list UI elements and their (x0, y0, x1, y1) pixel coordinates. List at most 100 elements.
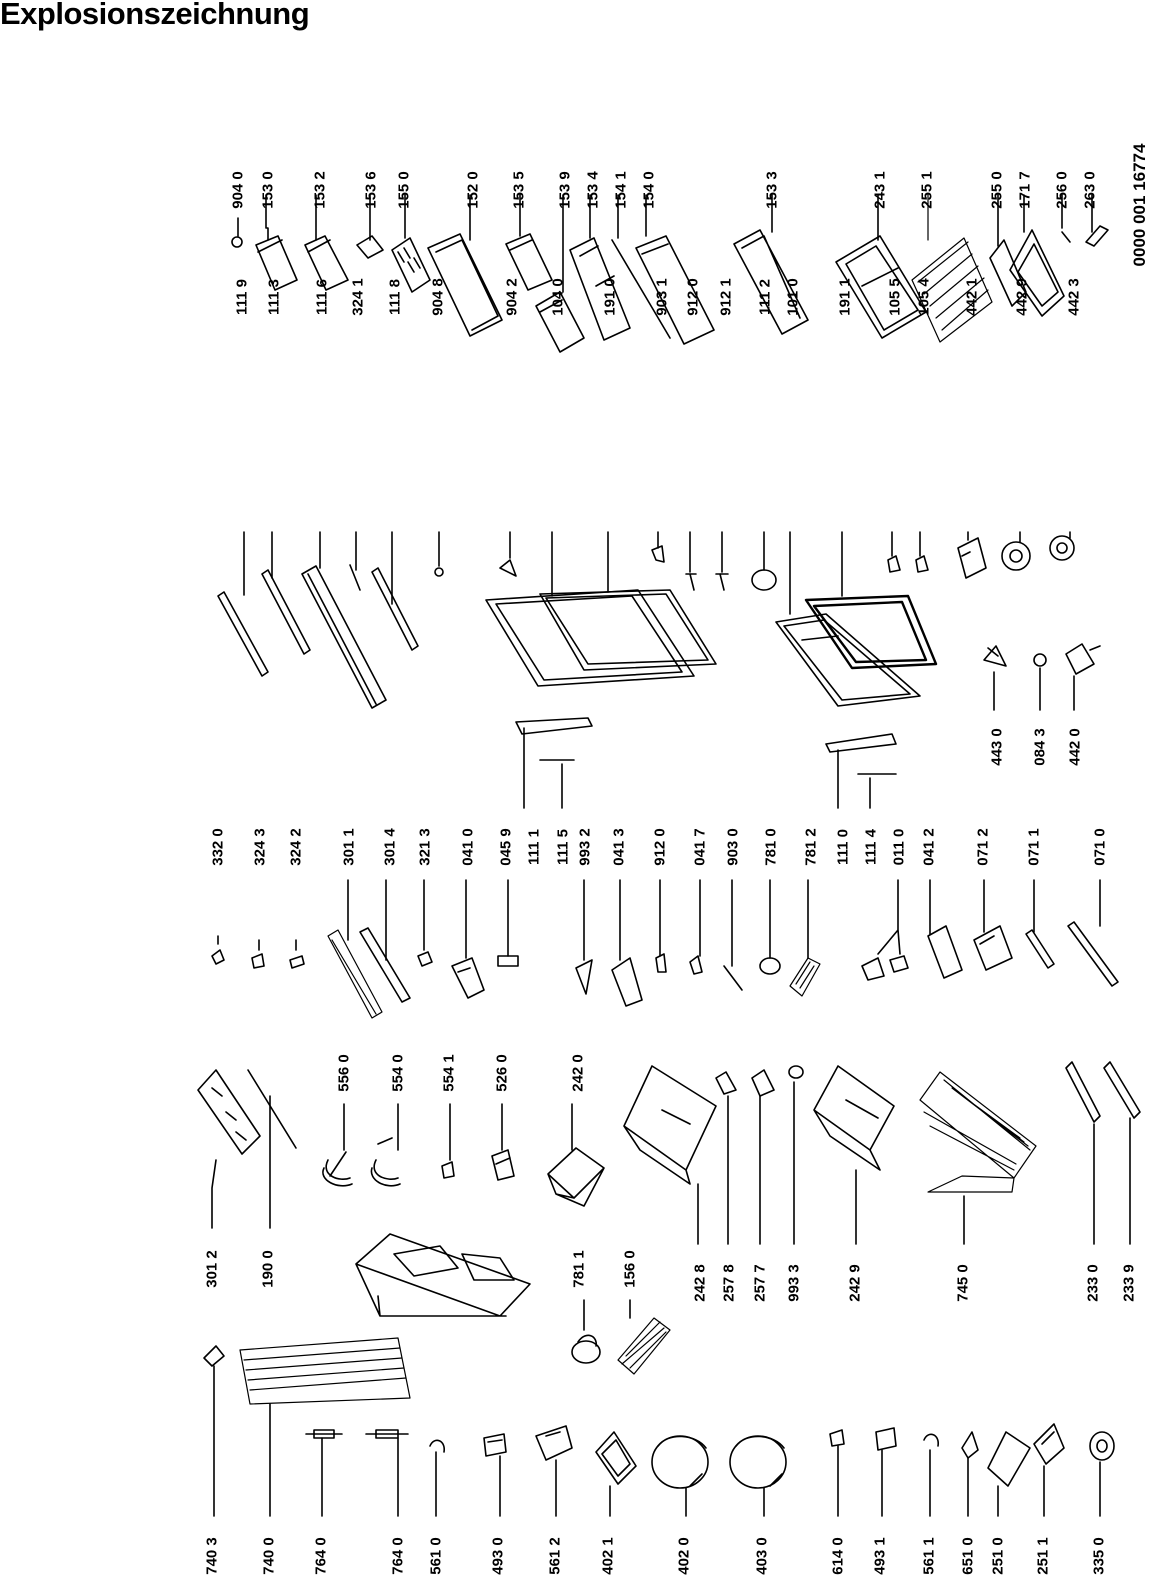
part-561-0 (429, 1439, 445, 1517)
part-154-0 (635, 194, 715, 345)
part-554-0 (370, 1103, 401, 1187)
part-111-1 (515, 717, 593, 809)
part-740-3 (203, 1345, 225, 1517)
part-041-7 (689, 879, 703, 975)
part-156-0 (617, 1299, 671, 1375)
part-243-1 (835, 194, 927, 339)
part-233-0 (1065, 1061, 1101, 1245)
part-912-0 (685, 531, 697, 591)
part-111-9 (217, 531, 269, 677)
part-493-1 (875, 1427, 897, 1517)
part-442-1 (957, 531, 987, 579)
part-071-0 (1067, 879, 1119, 987)
part-904-2 (499, 531, 517, 577)
part-993-2 (575, 879, 593, 995)
part-153-3 (733, 194, 809, 335)
part-155-0 (391, 194, 431, 293)
part-242-8 (623, 1065, 717, 1245)
part-781-0 (759, 879, 781, 975)
part-101-0 (775, 531, 921, 707)
part-251-0 (987, 1431, 1031, 1517)
part-084-3 (1033, 653, 1047, 711)
part-301-2 (197, 1069, 261, 1229)
part-324-2 (289, 939, 305, 969)
part-191-0 (539, 531, 717, 671)
part-526-0 (491, 1103, 515, 1181)
part-324-3 (251, 939, 265, 969)
part-764-0a (305, 1429, 343, 1517)
part-335-0 (1089, 1431, 1115, 1517)
part-171-7 (1009, 194, 1065, 317)
part-443-0 (983, 645, 1007, 711)
part-251-1 (1033, 1423, 1065, 1517)
part-153-4 (569, 194, 631, 341)
part-153-9 (535, 194, 585, 353)
part-781-1 (571, 1299, 601, 1364)
part-403-0 (729, 1435, 787, 1517)
part-301-4 (359, 879, 411, 1003)
part-242-0 (547, 1103, 605, 1207)
part-745-0 (919, 1071, 1037, 1245)
part-152-0 (427, 194, 503, 337)
part-255-1 (911, 194, 993, 343)
part-111-0 (825, 733, 897, 809)
part-554-1 (441, 1103, 455, 1179)
part-041-3 (611, 879, 643, 1007)
part-111-5 (539, 759, 575, 809)
part-993-3 (788, 1065, 804, 1245)
part-111-4 (857, 773, 897, 809)
part-442-0 (1065, 643, 1101, 711)
part-242-9 (813, 1065, 895, 1245)
part-561-2 (535, 1425, 573, 1517)
part-903-1 (651, 531, 665, 563)
part-111-2 (751, 531, 777, 591)
part-256-0 (1061, 194, 1071, 243)
part-041-2 (927, 879, 963, 979)
part-561-1 (923, 1433, 939, 1517)
part-556-0 (322, 1103, 353, 1187)
part-912-0-mid (655, 879, 667, 973)
page-title: Explosionszeichnung (0, 0, 310, 31)
part-105-5 (887, 531, 901, 573)
part-111-3 (261, 531, 311, 655)
part-904-8 (434, 531, 444, 577)
part-111-6 (301, 531, 387, 709)
part-233-9 (1103, 1061, 1141, 1245)
part-111-8 (371, 531, 419, 651)
part-fridge-cabinet (355, 1233, 531, 1317)
part-402-1 (595, 1431, 637, 1517)
part-191-1 (804, 531, 938, 670)
part-321-3 (417, 879, 433, 967)
part-781-2 (789, 879, 821, 997)
part-263-0 (1085, 194, 1109, 247)
part-154-1 (611, 194, 671, 339)
part-153-6 (356, 194, 384, 259)
part-071-1 (1025, 879, 1055, 969)
part-153-2 (304, 194, 349, 291)
part-301-1 (327, 879, 383, 1019)
part-912-1 (715, 531, 729, 591)
part-493-0 (483, 1433, 507, 1517)
part-257-7 (751, 1069, 775, 1245)
part-324-1 (349, 531, 361, 591)
part-764-0b (365, 1429, 409, 1517)
part-041-0 (451, 879, 485, 999)
part-045-9 (497, 879, 519, 967)
part-071-2 (973, 879, 1013, 971)
part-904-0 (231, 217, 243, 248)
part-740-0 (239, 1337, 411, 1517)
part-190-0 (247, 1069, 297, 1229)
part-153-0 (255, 194, 298, 291)
part-614-0 (829, 1429, 845, 1517)
part-105-4 (915, 531, 929, 573)
part-442-9 (1001, 531, 1031, 571)
part-442-3 (1049, 531, 1075, 561)
part-257-8 (715, 1071, 737, 1245)
part-011-0 (861, 879, 909, 981)
part-153-5 (505, 194, 553, 291)
part-402-0 (651, 1435, 709, 1517)
part-651-0 (961, 1431, 979, 1517)
part-332-0 (211, 935, 225, 965)
part-903-0 (723, 879, 743, 991)
